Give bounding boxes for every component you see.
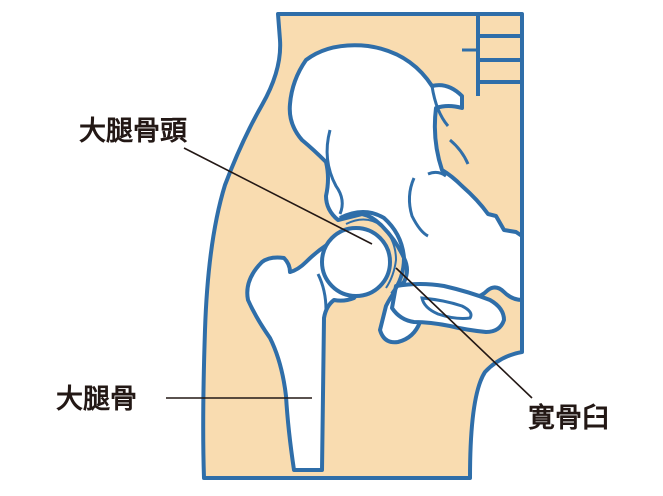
pelvis-sacral-edge: [430, 85, 470, 165]
femur-bone: [245, 242, 364, 472]
leader-line-acetabulum: [395, 267, 533, 399]
label-femoral-head: 大腿骨頭: [79, 116, 187, 147]
pelvis-inner-line-2: [407, 170, 447, 238]
pubic-bone: [390, 282, 506, 334]
spine-vertebrae: [462, 16, 522, 96]
label-acetabulum: 寛骨臼: [528, 403, 609, 434]
leader-line-femoral-head: [183, 147, 373, 245]
acetabulum-rim-inner: [345, 218, 398, 289]
label-femur: 大腿骨: [56, 384, 137, 415]
femoral-head: [320, 226, 392, 298]
acetabulum-rim: [339, 210, 407, 296]
femoral-neck-line: [316, 273, 328, 311]
obturator-foramen: [420, 296, 473, 320]
pelvis-inner-line: [325, 129, 344, 215]
